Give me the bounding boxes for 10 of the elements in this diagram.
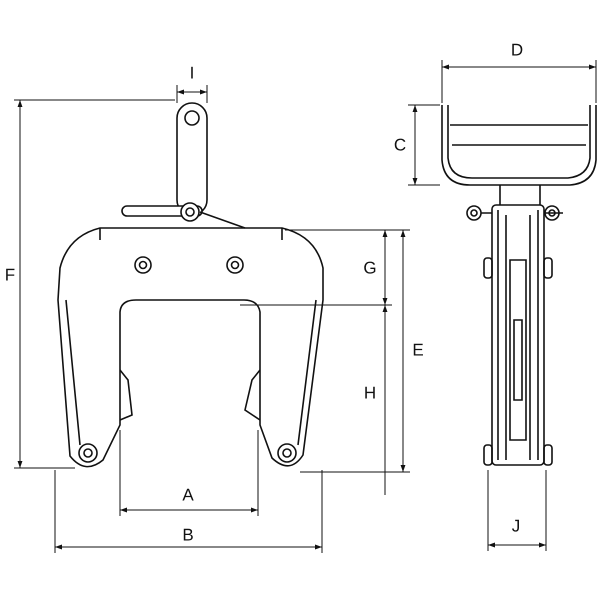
dimension-letter: C [394, 136, 406, 154]
dimension-letter: I [190, 64, 194, 82]
dimension-letter: J [512, 518, 520, 534]
dimension-letter: E [412, 342, 424, 358]
dimension-letter: B [182, 526, 194, 544]
dimension-letter: H [364, 384, 376, 402]
dimension-letter: F [4, 266, 16, 284]
dimension-letter: D [510, 42, 524, 58]
dimension-letter: A [182, 486, 194, 504]
dimension-letter: G [363, 260, 377, 276]
